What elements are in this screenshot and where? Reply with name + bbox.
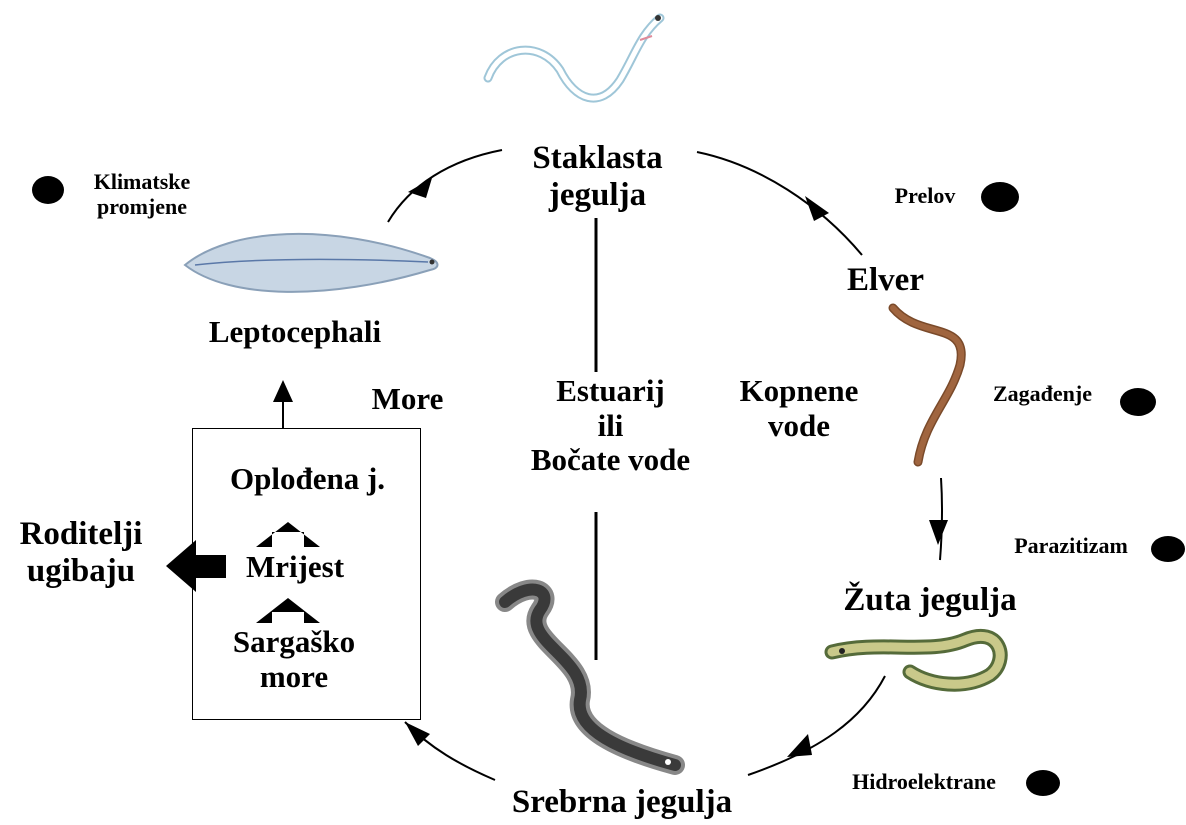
- threat-dot-parasitism: [1151, 536, 1185, 562]
- stage-leptocephali: Leptocephali: [208, 314, 382, 349]
- arrowhead-elver-to-yellow: [929, 520, 948, 545]
- zone-estuary: Estuarij ili Bočate vode: [530, 373, 691, 478]
- threat-fishing: Prelov: [894, 183, 956, 208]
- sargasso-sea-box: [192, 428, 421, 720]
- threat-dot-pollution: [1120, 388, 1156, 416]
- zone-sea: More: [371, 381, 444, 416]
- stage-silver-eel: Srebrna jegulja: [511, 784, 733, 820]
- arc-yellow-to-silver: [747, 675, 886, 776]
- threat-dot-hydro: [1026, 770, 1060, 796]
- box-fertilized: Oplođena j.: [229, 461, 386, 496]
- up-arrow-spawning: [256, 522, 320, 547]
- box-spawning: Mrijest: [245, 549, 345, 584]
- arc-elver-to-yellow: [939, 477, 944, 561]
- arrowhead-yellow-to-silver: [787, 734, 812, 757]
- glass-eel-illustration: [483, 13, 665, 103]
- stage-elver: Elver: [847, 262, 924, 298]
- box-sargasso: Sargaško more: [232, 624, 356, 694]
- arc-larva-to-glass: [387, 149, 503, 223]
- threat-parasitism: Parazitizam: [1014, 533, 1128, 558]
- left-arrow-parents: [166, 540, 226, 592]
- stage-glass-eel: Staklasta jegulja: [532, 140, 663, 213]
- parents-die: Roditelji ugibaju: [19, 516, 143, 589]
- threat-pollution: Zagađenje: [993, 381, 1092, 406]
- arrowhead-box-to-leptocephali: [273, 380, 293, 402]
- threat-dot-climate: [32, 176, 64, 204]
- stage-yellow-eel: Žuta jegulja: [843, 582, 1017, 618]
- arrowhead-larva-to-glass: [408, 178, 432, 198]
- leptocephali-illustration: [183, 232, 439, 293]
- threat-dot-fishing: [981, 182, 1019, 212]
- up-arrow-sargasso: [256, 598, 320, 623]
- threat-climate: Klimatske promjene: [93, 169, 191, 219]
- arrowhead-glass-to-elver: [805, 196, 829, 221]
- arrowhead-silver-to-sea: [405, 722, 430, 746]
- silver-eel-illustration: [495, 579, 685, 775]
- elver-illustration: [888, 303, 966, 467]
- zone-freshwater: Kopnene vode: [739, 373, 859, 443]
- arc-glass-to-elver: [696, 151, 863, 256]
- yellow-eel-illustration: [824, 628, 1008, 692]
- threat-hydro: Hidroelektrane: [852, 769, 996, 794]
